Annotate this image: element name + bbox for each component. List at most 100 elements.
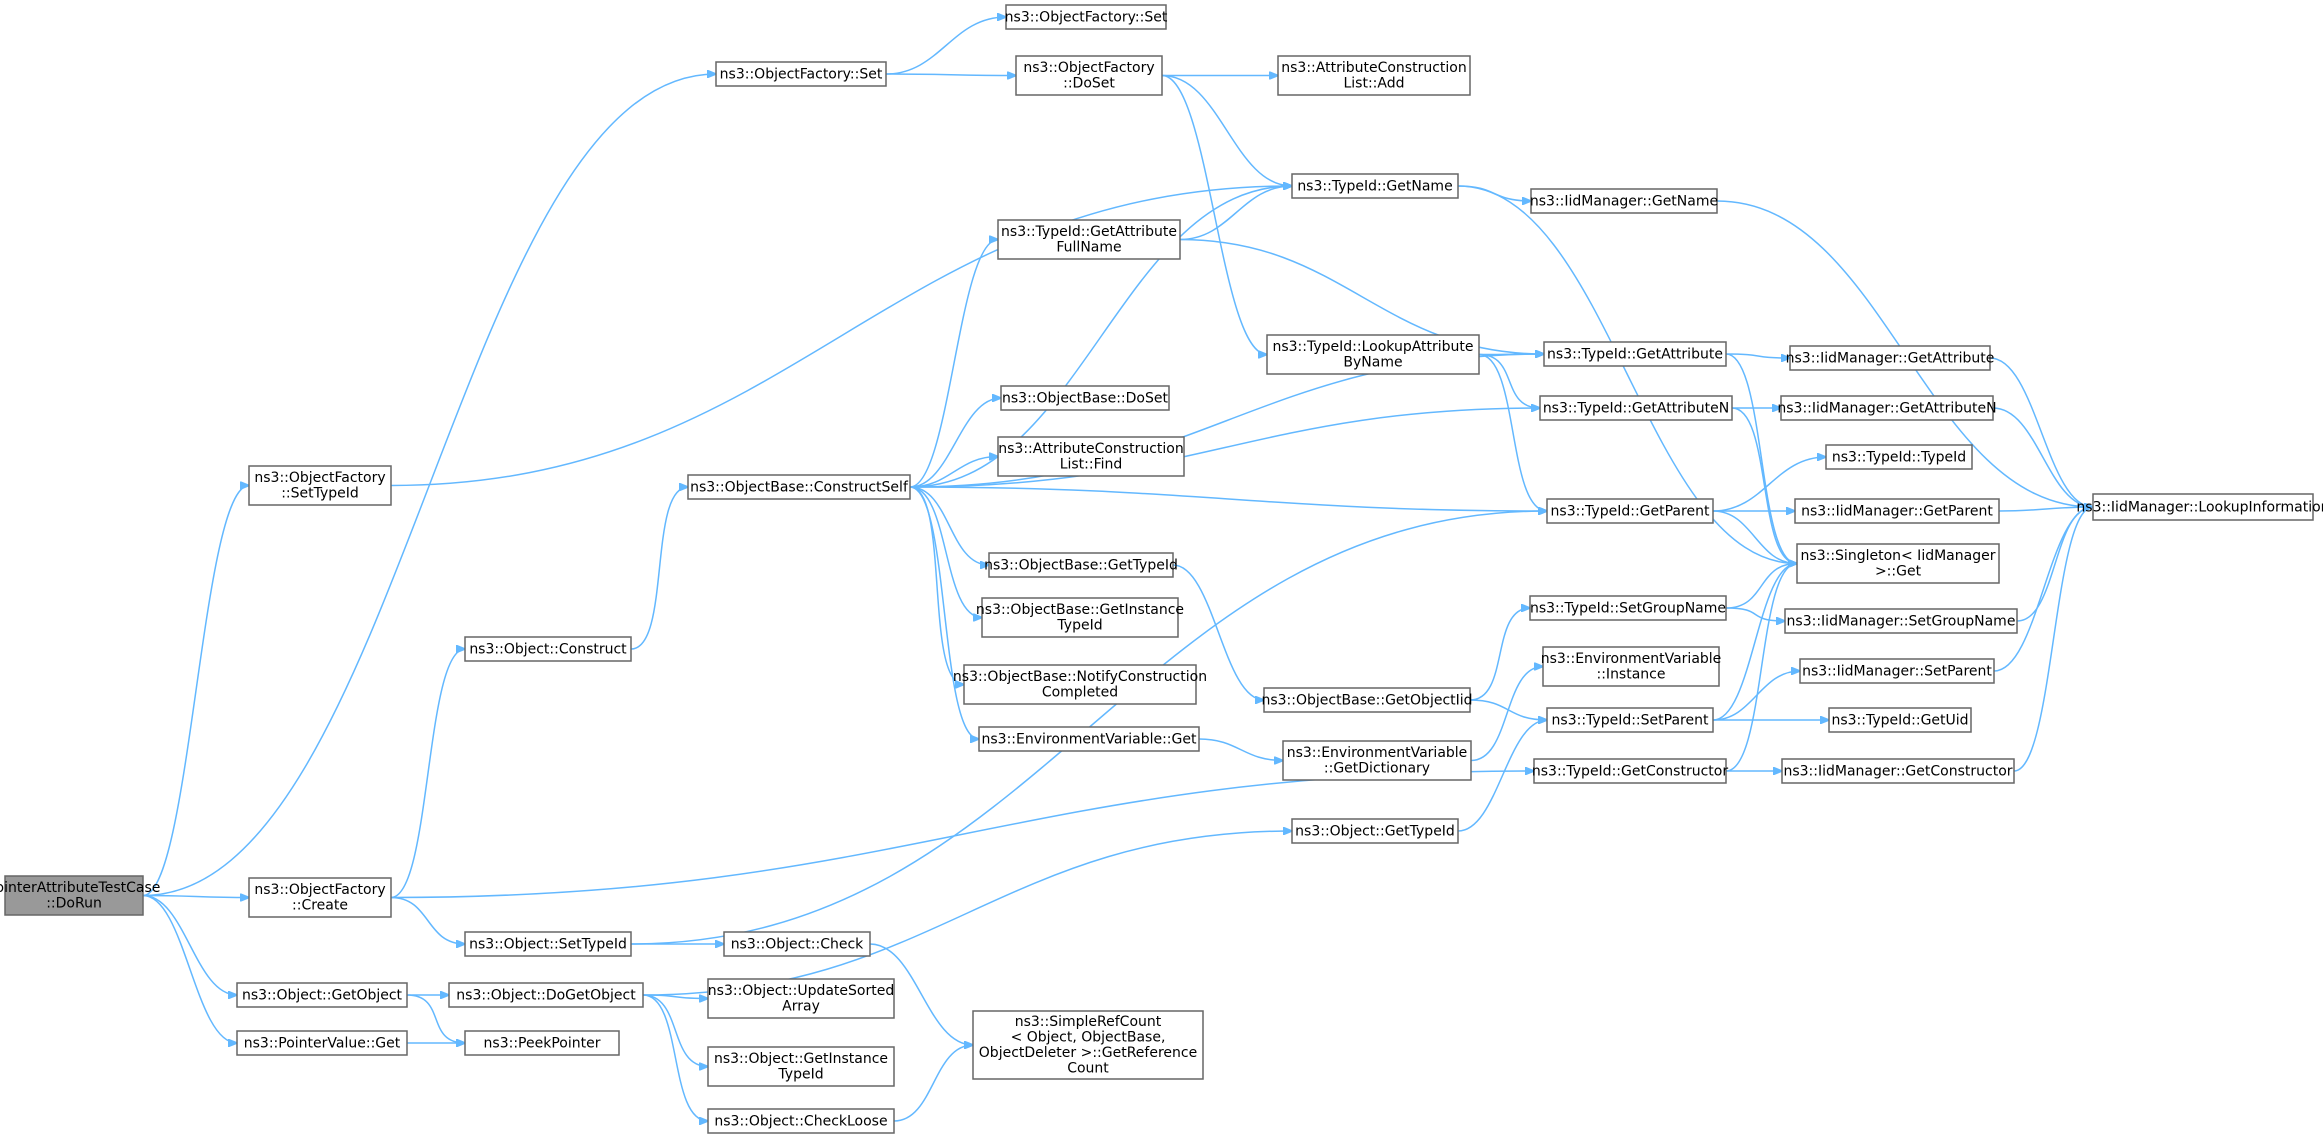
node-label-line: ns3::ObjectBase::GetObjectIid xyxy=(1261,692,1472,708)
node-tid-getconstructor[interactable]: ns3::TypeId::GetConstructor xyxy=(1532,758,1728,784)
node-iid-getparent[interactable]: ns3::IidManager::GetParent xyxy=(1794,498,2000,524)
node-iid-getname[interactable]: ns3::IidManager::GetName xyxy=(1530,188,1718,214)
edge-tid_lookup-to-tid_getattrn xyxy=(1478,353,1540,409)
node-box xyxy=(1539,395,1733,421)
node-box xyxy=(464,636,632,662)
node-box xyxy=(1546,707,1714,733)
node-iid-lookupinfo[interactable]: ns3::IidManager::LookupInformation xyxy=(2076,493,2323,521)
node-tid-getparent[interactable]: ns3::TypeId::GetParent xyxy=(1546,498,1714,524)
node-layer: PointerAttributeTestCase::DoRunns3::Obje… xyxy=(0,4,2323,1134)
node-iid-getattrn[interactable]: ns3::IidManager::GetAttributeN xyxy=(1777,395,1997,421)
node-obj-construct[interactable]: ns3::Object::Construct xyxy=(464,636,632,662)
node-ob-gettypeid[interactable]: ns3::ObjectBase::GetTypeId xyxy=(984,552,1178,578)
edge-iid_getconstructor-to-iid_lookupinfo xyxy=(2013,507,2093,772)
edge-ob_constructself-to-env_get xyxy=(909,486,979,739)
node-box xyxy=(248,877,392,918)
node-peekpointer[interactable]: ns3::PeekPointer xyxy=(464,1030,620,1056)
node-tid-getname[interactable]: ns3::TypeId::GetName xyxy=(1291,173,1459,199)
node-simplerefcount[interactable]: ns3::SimpleRefCount< Object, ObjectBase,… xyxy=(972,1010,1204,1080)
node-tid-getuid[interactable]: ns3::TypeId::GetUid xyxy=(1828,707,1972,733)
node-iid-setparent[interactable]: ns3::IidManager::SetParent xyxy=(1799,658,1995,684)
node-label-line: ns3::Object::Construct xyxy=(469,641,627,657)
node-env-getdict[interactable]: ns3::EnvironmentVariable::GetDictionary xyxy=(1282,740,1472,781)
edge-env_getdict-to-env_instance xyxy=(1470,667,1543,762)
node-label-line: ByName xyxy=(1343,355,1402,371)
node-of-settypeid[interactable]: ns3::ObjectFactory::SetTypeId xyxy=(248,465,392,506)
node-label-line: ns3::ObjectBase::GetInstance xyxy=(976,602,1184,618)
node-ob-notify[interactable]: ns3::ObjectBase::NotifyConstructionCompl… xyxy=(953,664,1207,705)
node-obj-check[interactable]: ns3::Object::Check xyxy=(723,931,871,957)
node-box xyxy=(1781,758,2015,784)
node-ob-doset[interactable]: ns3::ObjectBase::DoSet xyxy=(1000,385,1170,411)
node-label-line: ns3::SimpleRefCount xyxy=(1015,1014,1162,1030)
node-obj-gettypeid[interactable]: ns3::Object::GetTypeId xyxy=(1291,818,1459,844)
node-label-line: ::SetTypeId xyxy=(281,486,359,502)
edge-ob_constructself-to-tid_getattrfull xyxy=(909,240,998,488)
node-box xyxy=(1794,498,2000,524)
node-box xyxy=(1005,4,1167,30)
node-label-line: TypeId xyxy=(777,1067,823,1083)
node-box xyxy=(988,552,1174,578)
node-ob-getobjectiid[interactable]: ns3::ObjectBase::GetObjectIid xyxy=(1261,687,1473,713)
node-box xyxy=(1825,444,1973,470)
edge-of_set_b-to-of_set_a xyxy=(885,17,1006,75)
node-box xyxy=(978,726,1200,752)
node-box xyxy=(1796,543,2000,584)
edge-tid_getattr-to-iid_getattr xyxy=(1725,353,1790,358)
node-tid-setgroupname[interactable]: ns3::TypeId::SetGroupName xyxy=(1529,595,1727,621)
edge-tid_getparent-to-singleton_get xyxy=(1712,510,1797,564)
node-label-line: ns3::ObjectBase::GetTypeId xyxy=(984,557,1178,573)
node-obj-dogetobject[interactable]: ns3::Object::DoGetObject xyxy=(448,982,644,1008)
node-iid-getattr[interactable]: ns3::IidManager::GetAttribute xyxy=(1786,345,1995,371)
node-label-line: Completed xyxy=(1042,685,1118,701)
node-singleton-get[interactable]: ns3::Singleton< IidManager>::Get xyxy=(1796,543,2000,584)
node-label-line: ns3::AttributeConstruction xyxy=(998,441,1183,457)
node-obj-getobject[interactable]: ns3::Object::GetObject xyxy=(236,982,408,1008)
node-box xyxy=(1533,758,1727,784)
node-iid-setgroupname[interactable]: ns3::IidManager::SetGroupName xyxy=(1784,608,2018,634)
edge-ob_constructself-to-tid_getname xyxy=(909,186,1292,488)
node-env-instance[interactable]: ns3::EnvironmentVariable::Instance xyxy=(1541,646,1722,687)
node-label-line: ns3::IidManager::GetAttribute xyxy=(1786,350,1995,366)
node-box xyxy=(464,1030,620,1056)
edge-obj_construct-to-ob_constructself xyxy=(630,487,688,650)
edge-obj_dogetobject-to-obj_updatesorted xyxy=(642,994,708,999)
node-obj-settypeid[interactable]: ns3::Object::SetTypeId xyxy=(464,931,632,957)
node-env-get[interactable]: ns3::EnvironmentVariable::Get xyxy=(978,726,1200,752)
node-label-line: ns3::TypeId::GetAttribute xyxy=(1001,224,1177,240)
node-tid-getattr[interactable]: ns3::TypeId::GetAttribute xyxy=(1543,341,1727,367)
node-ob-constructself[interactable]: ns3::ObjectBase::ConstructSelf xyxy=(687,474,911,500)
node-of-set-b[interactable]: ns3::ObjectFactory::Set xyxy=(715,61,887,87)
node-tid-typeid[interactable]: ns3::TypeId::TypeId xyxy=(1825,444,1973,470)
node-tid-setparent[interactable]: ns3::TypeId::SetParent xyxy=(1546,707,1714,733)
node-label-line: >::Get xyxy=(1875,564,1922,580)
node-root[interactable]: PointerAttributeTestCase::DoRun xyxy=(0,875,160,916)
node-box xyxy=(1000,385,1170,411)
edge-ob_constructself-to-ob_getinstancetypeid xyxy=(909,486,982,618)
edge-of_doset-to-tid_getname xyxy=(1161,74,1292,187)
node-of-set-a[interactable]: ns3::ObjectFactory::Set xyxy=(1005,4,1168,30)
node-pv-get[interactable]: ns3::PointerValue::Get xyxy=(236,1030,408,1056)
edge-of_settypeid-to-tid_getname xyxy=(390,186,1292,487)
edge-tid_getattrn-to-singleton_get xyxy=(1731,407,1797,564)
node-tid-getattrn[interactable]: ns3::TypeId::GetAttributeN xyxy=(1539,395,1733,421)
node-iid-getconstructor[interactable]: ns3::IidManager::GetConstructor xyxy=(1781,758,2015,784)
node-box xyxy=(723,931,871,957)
node-of-doset[interactable]: ns3::ObjectFactory::DoSet xyxy=(1015,55,1163,96)
node-box xyxy=(1266,334,1480,375)
node-box xyxy=(1277,55,1471,96)
node-label-line: ns3::Object::GetInstance xyxy=(714,1051,888,1067)
node-label-line: ns3::TypeId::LookupAttribute xyxy=(1272,339,1473,355)
node-obj-checkloose[interactable]: ns3::Object::CheckLoose xyxy=(707,1108,895,1134)
node-label-line: ns3::TypeId::GetParent xyxy=(1551,503,1710,519)
node-label-line: ::Create xyxy=(292,898,348,914)
node-box xyxy=(707,1046,895,1087)
node-of-create[interactable]: ns3::ObjectFactory::Create xyxy=(248,877,392,918)
